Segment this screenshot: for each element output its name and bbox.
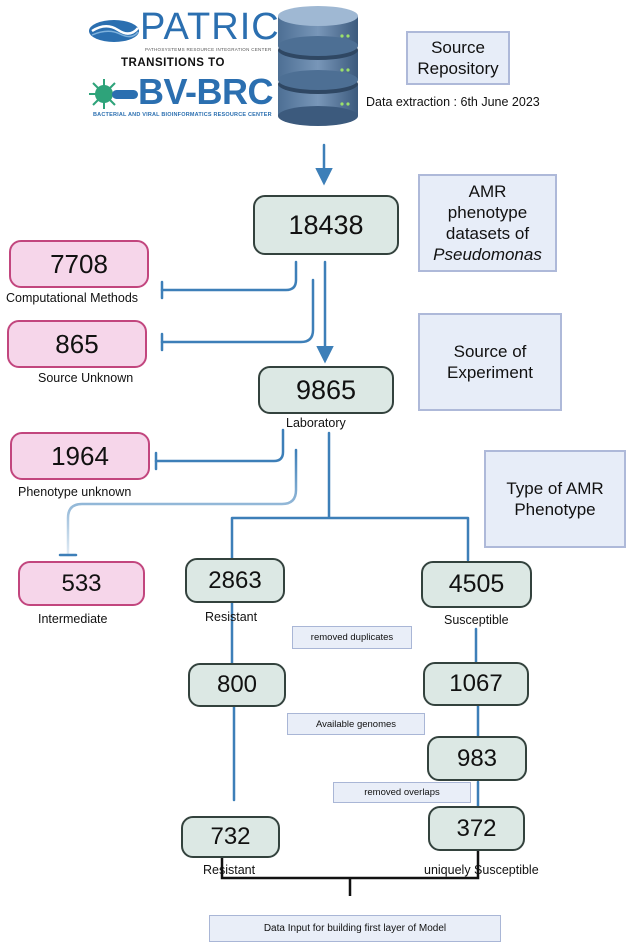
- amr-line4: Pseudomonas: [433, 245, 542, 264]
- source-repository-line1: Source: [431, 38, 485, 57]
- node-resistant-dedup: 800: [188, 663, 286, 707]
- label-susceptible: Susceptible: [444, 613, 509, 627]
- experiment-line1: Source of: [453, 342, 527, 361]
- node-laboratory: 9865: [258, 366, 394, 414]
- source-repository-line2: Repository: [417, 59, 499, 78]
- tag-removed-overlaps: removed overlaps: [333, 782, 471, 803]
- label-phenotype-unknown: Phenotype unknown: [18, 485, 132, 499]
- patric-subtitle: PATHOSYSTEMS RESOURCE INTEGRATION CENTER: [145, 47, 272, 52]
- node-intermediate: 533: [18, 561, 145, 606]
- label-resistant: Resistant: [205, 610, 258, 624]
- label-susceptible-final: uniquely Susceptible: [424, 863, 539, 877]
- bottom-brace: [220, 850, 480, 896]
- inhibit-to-source-unknown: [160, 278, 315, 344]
- inhibit-to-phenotype-unknown: [154, 428, 285, 463]
- amr-datasets-box: AMR phenotype datasets of Pseudomonas: [418, 174, 557, 272]
- tag-removed-duplicates: removed duplicates: [292, 626, 412, 649]
- bvbrc-logo-text: BV-BRC: [138, 71, 274, 112]
- node-susceptible-dedup: 1067: [423, 662, 529, 706]
- node-total: 18438: [253, 195, 399, 255]
- node-susceptible-final: 372: [428, 806, 525, 851]
- bvbrc-logo: BV-BRC BACTERIAL AND VIRAL BIOINFORMATIC…: [88, 71, 274, 120]
- source-of-experiment-box: Source of Experiment: [418, 313, 562, 411]
- amr-line1: AMR: [468, 182, 507, 201]
- type-line2: Phenotype: [514, 500, 596, 519]
- node-source-unknown: 865: [7, 320, 147, 368]
- patric-logo-text: PATRIC: [140, 6, 280, 48]
- inhibit-to-intermediate: [66, 448, 298, 557]
- node-resistant-final: 732: [181, 816, 280, 858]
- database-icon: [278, 6, 358, 126]
- inhibit-to-computational: [160, 260, 298, 292]
- node-susceptible: 4505: [421, 561, 532, 608]
- source-repository-box: Source Repository: [406, 31, 510, 85]
- type-line1: Type of AMR: [506, 479, 604, 498]
- patric-logo: PATRIC PATHOSYSTEMS RESOURCE INTEGRATION…: [88, 6, 279, 52]
- patric-swoosh-icon: [89, 20, 139, 42]
- experiment-line2: Experiment: [447, 363, 533, 382]
- node-resistant: 2863: [185, 558, 285, 603]
- label-laboratory: Laboratory: [286, 416, 346, 430]
- label-intermediate: Intermediate: [38, 612, 108, 626]
- label-resistant-final: Resistant: [203, 863, 256, 877]
- tag-data-input: Data Input for building first layer of M…: [209, 915, 501, 942]
- amr-line3: datasets of: [445, 224, 530, 243]
- bvbrc-subtitle: BACTERIAL AND VIRAL BIOINFORMATICS RESOU…: [93, 112, 272, 118]
- data-extraction-text: Data extraction : 6th June 2023: [366, 95, 540, 109]
- tag-available-genomes: Available genomes: [287, 713, 425, 735]
- node-phenotype-unknown: 1964: [10, 432, 150, 480]
- label-computational: Computational Methods: [6, 291, 139, 305]
- type-of-amr-box: Type of AMR Phenotype: [484, 450, 626, 548]
- virus-icon: [89, 79, 138, 109]
- connector-laboratory-to-types: [230, 431, 470, 562]
- amr-line2: phenotype: [447, 203, 528, 222]
- transitions-text: TRANSITIONS TO: [121, 57, 225, 69]
- label-source-unknown: Source Unknown: [38, 371, 134, 385]
- node-susceptible-genomes: 983: [427, 736, 527, 781]
- node-computational: 7708: [9, 240, 149, 288]
